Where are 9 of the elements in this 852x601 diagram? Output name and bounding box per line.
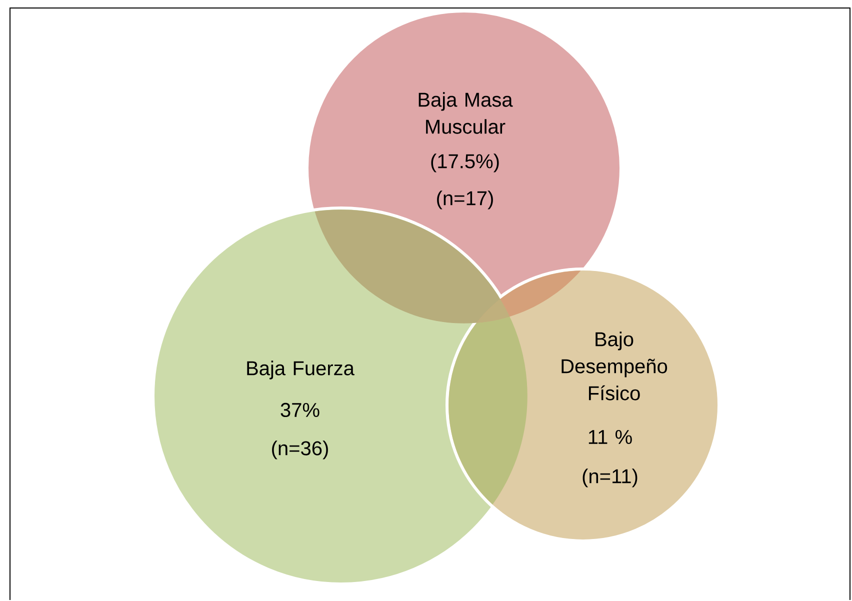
- circle-label: (n=11): [582, 468, 638, 488]
- circle-label: (n=17): [437, 190, 493, 210]
- circle-label: (n=36): [272, 440, 328, 460]
- circle-label: 37%: [280, 402, 320, 418]
- circle-label: 11 %: [588, 430, 632, 444]
- circle-label: Baja Masa Muscular: [418, 92, 513, 134]
- circle-label: (17.5%): [431, 154, 499, 172]
- circle-label: Baja Fuerza: [247, 360, 354, 380]
- circle-label: Bajo Desempeño Físico: [562, 332, 668, 400]
